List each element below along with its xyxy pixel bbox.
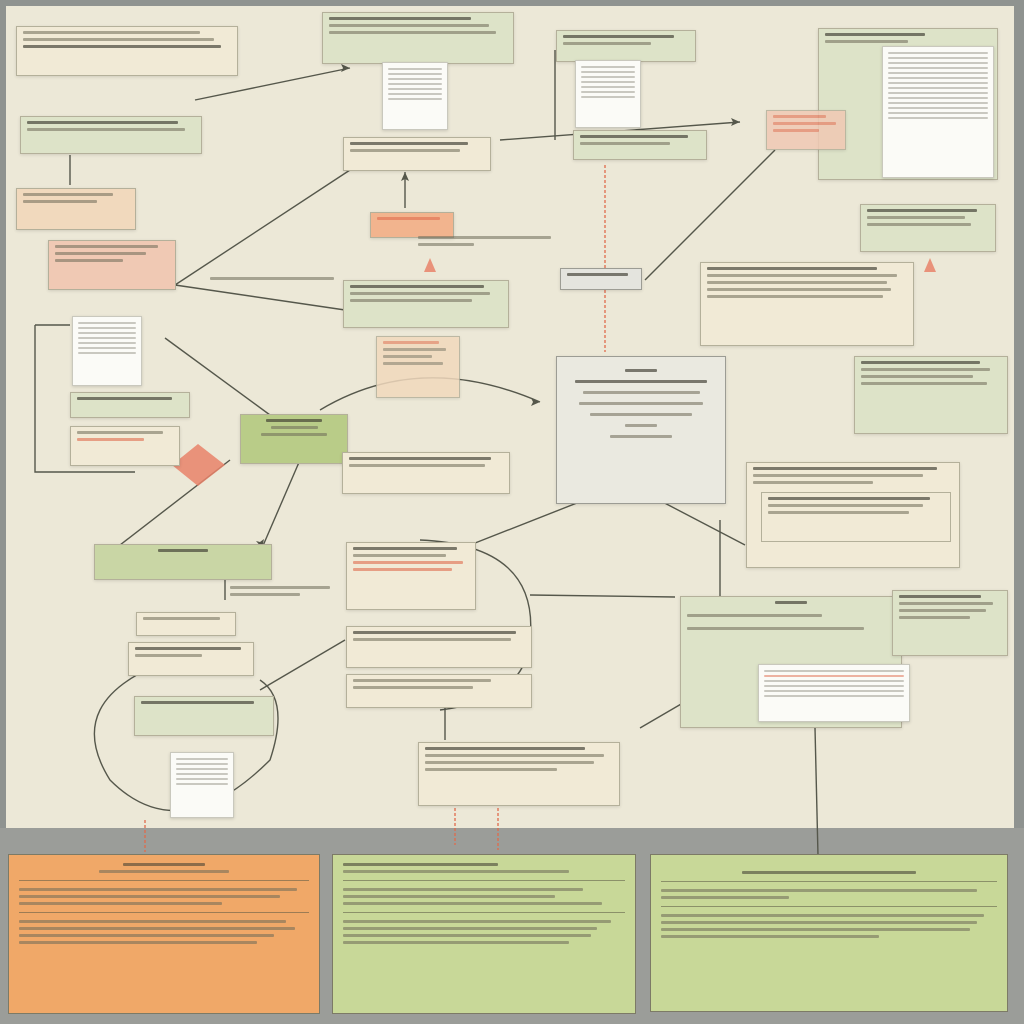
diagram-node [892,590,1008,656]
diagram-node [346,542,476,610]
summary-panel-right [650,854,1008,1012]
floating-caption [230,586,330,596]
floating-caption [210,277,334,280]
diagram-node [700,262,914,346]
diagram-node [573,130,707,160]
diagram-node [560,268,642,290]
summary-panel-left [8,854,320,1014]
diagram-node [136,612,236,636]
diagram-node [860,204,996,252]
diagram-node [70,426,180,466]
document-thumbnail [758,664,910,722]
diagram-node [16,188,136,230]
central-hub-node [556,356,726,504]
diagram-node [376,336,460,398]
diagram-node [370,212,454,238]
diagram-node [322,12,514,64]
diagram-node [746,462,960,568]
document-thumbnail [170,752,234,818]
diagram-node-highlight [240,414,348,464]
diagram-subnode [761,492,951,542]
diagram-node [94,544,272,580]
document-thumbnail [575,60,641,128]
floating-caption [418,236,558,246]
document-thumbnail [382,62,448,130]
diagram-node [134,696,274,736]
diagram-node [766,110,846,150]
diagram-node [418,742,620,806]
diagram-node [128,642,254,676]
diagram-node [556,30,696,62]
diagram-node [342,452,510,494]
summary-panel-middle [332,854,636,1014]
diagram-node [70,392,190,418]
diagram-node [346,626,532,668]
document-thumbnail [882,46,994,178]
diagram-node [343,137,491,171]
diagram-node [48,240,176,290]
diagram-node [20,116,202,154]
diagram-node [343,280,509,328]
document-thumbnail [72,316,142,386]
diagram-node [346,674,532,708]
diagram-node [854,356,1008,434]
diagram-node [16,26,238,76]
